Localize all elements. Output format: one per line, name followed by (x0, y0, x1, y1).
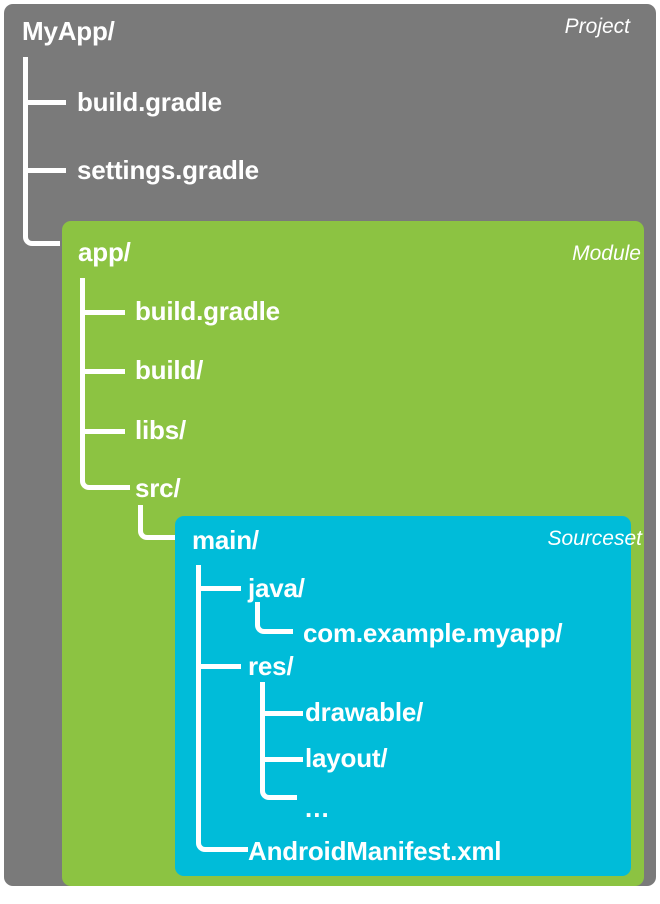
project-elbow-to-app (23, 120, 60, 246)
node-module-libs: libs/ (135, 415, 187, 445)
node-app: app/ (78, 237, 131, 267)
project-branch-line-settings-gradle (28, 168, 66, 173)
project-branch-line-build-gradle (28, 100, 66, 105)
node-sourceset-android-manifest: AndroidManifest.xml (248, 836, 502, 866)
node-main: main/ (192, 525, 259, 555)
sourceset-panel (175, 516, 631, 876)
node-sourceset-res: res/ (248, 651, 294, 681)
node-project-settings-gradle: settings.gradle (77, 155, 259, 185)
sourceset-res-elbow-to-ellipsis (260, 742, 297, 800)
node-module-src: src/ (135, 473, 181, 503)
node-myapp: MyApp/ (22, 16, 115, 46)
sourceset-branch-line-drawable (265, 711, 303, 716)
node-sourceset-ellipsis: ... (305, 793, 330, 823)
sourceset-elbow-to-manifest (196, 780, 236, 852)
module-branch-line-build-gradle (85, 310, 125, 315)
module-elbow-to-main (138, 505, 176, 540)
sourceset-branch-line-java (201, 586, 241, 591)
module-panel-label: Module (572, 242, 641, 265)
module-trunk-line (80, 278, 85, 428)
project-panel-label: Project (564, 15, 630, 38)
module-branch-line-libs (85, 429, 125, 434)
sourceset-branch-line-manifest (228, 847, 248, 852)
module-branch-line-build-dir (85, 369, 125, 374)
sourceset-panel-label: Sourceset (547, 527, 642, 550)
sourceset-elbow-to-package (255, 602, 293, 634)
sourceset-trunk-line (196, 565, 201, 787)
module-elbow-to-src (80, 420, 120, 490)
sourceset-res-subtrunk-line (260, 682, 265, 752)
module-branch-line-src (112, 485, 130, 490)
sourceset-branch-line-layout (265, 757, 303, 762)
node-sourceset-package: com.example.myapp/ (303, 618, 563, 648)
node-module-build-gradle: build.gradle (135, 296, 280, 326)
node-project-build-gradle: build.gradle (77, 87, 222, 117)
node-module-build-dir: build/ (135, 355, 204, 385)
node-sourceset-layout: layout/ (305, 743, 388, 773)
node-sourceset-java: java/ (248, 573, 305, 603)
node-sourceset-drawable: drawable/ (305, 697, 424, 727)
sourceset-branch-line-res (201, 664, 241, 669)
